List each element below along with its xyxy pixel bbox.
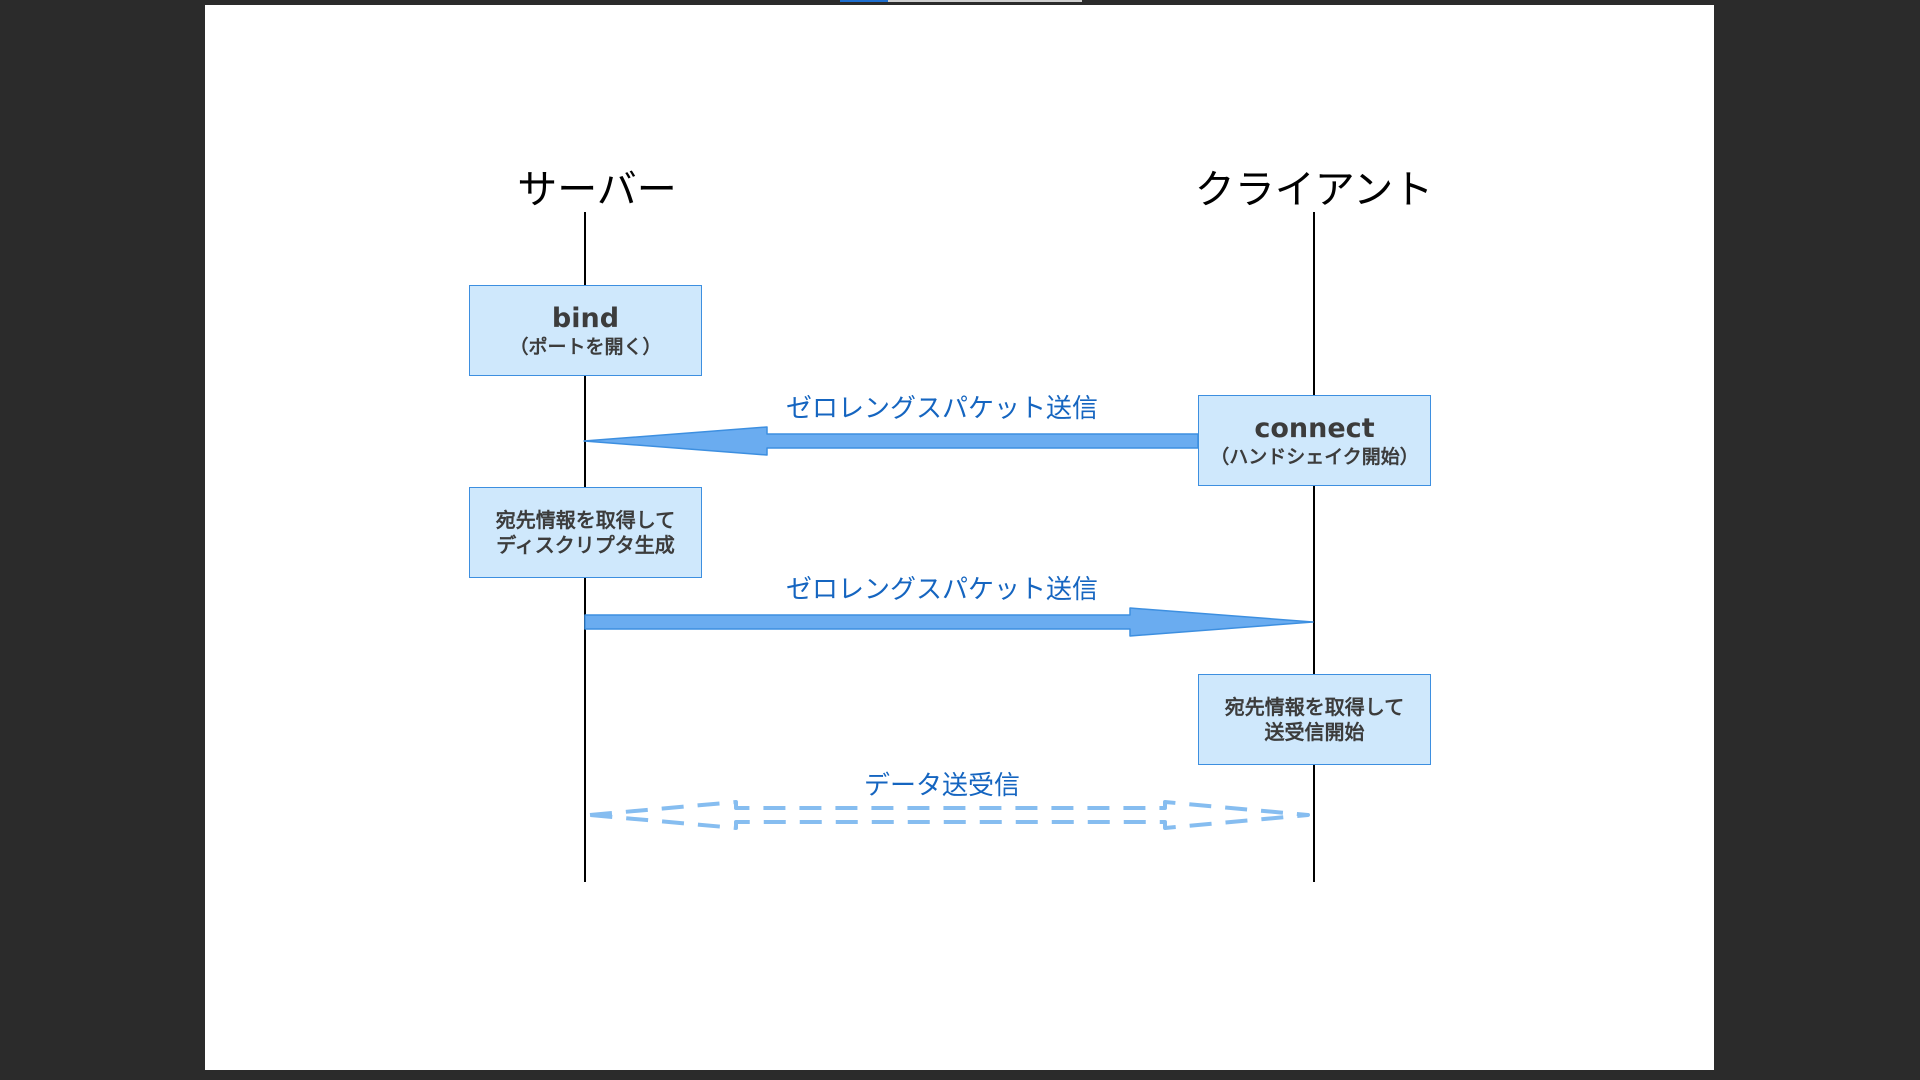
- page-indicator-active: [840, 0, 888, 2]
- zero-packet-arrow-left: [583, 426, 1199, 456]
- bind-box: bind （ポートを開く）: [469, 285, 702, 376]
- message-arrows: [583, 426, 1314, 830]
- client-start-box: 宛先情報を取得して 送受信開始: [1198, 674, 1431, 765]
- data-exchange-arrow: [588, 800, 1310, 830]
- client-lifeline: [1313, 212, 1315, 882]
- page-indicator[interactable]: [840, 0, 1082, 2]
- data-exchange-label: データ送受信: [863, 771, 1021, 801]
- client-actor-title: クライアント: [1194, 167, 1434, 213]
- zero-packet-arrow-right: [584, 607, 1314, 637]
- connect-box: connect （ハンドシェイク開始）: [1198, 395, 1431, 486]
- server-actor-title: サーバー: [517, 167, 677, 213]
- bind-box-title: bind: [551, 302, 620, 334]
- bind-box-subtitle: （ポートを開く）: [509, 335, 662, 358]
- client-start-line1: 宛先情報を取得して: [1224, 694, 1405, 719]
- server-descriptor-line1: 宛先情報を取得して: [495, 507, 676, 532]
- slide-page: サーバー クライアント ゼロレングスパケット送信 ゼロレングスパケット送信 デー…: [205, 5, 1714, 1070]
- client-start-line2: 送受信開始: [1264, 719, 1365, 744]
- server-descriptor-line2: ディスクリプタ生成: [496, 532, 675, 557]
- server-descriptor-box: 宛先情報を取得して ディスクリプタ生成: [469, 487, 702, 578]
- connect-box-subtitle: （ハンドシェイク開始）: [1210, 445, 1419, 468]
- zero-packet-label-1: ゼロレングスパケット送信: [785, 394, 1099, 424]
- zero-packet-label-2: ゼロレングスパケット送信: [785, 575, 1099, 605]
- connect-box-title: connect: [1254, 412, 1375, 444]
